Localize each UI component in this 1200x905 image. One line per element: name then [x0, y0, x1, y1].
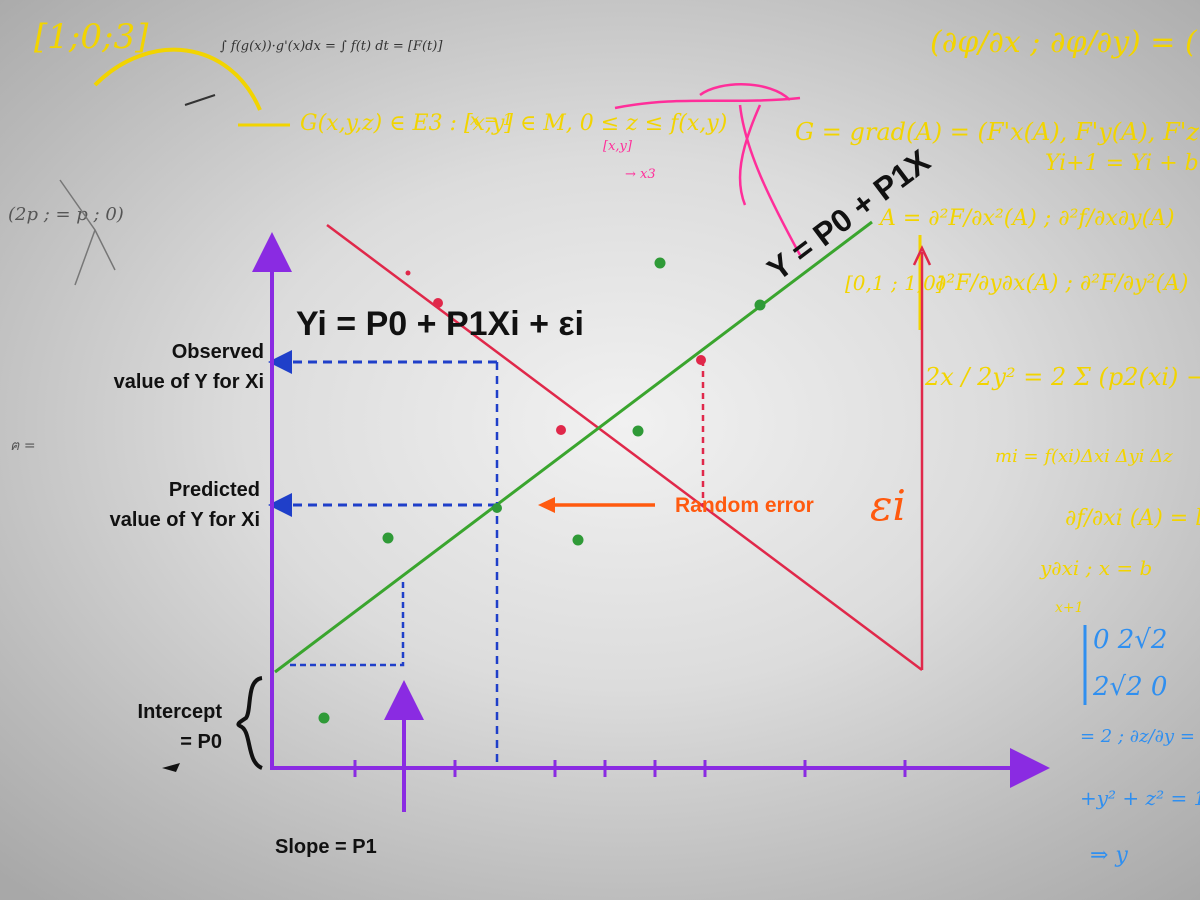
red-point — [405, 270, 411, 276]
grad-formula: G = grad(A) = (F'x(A), F'y(A), F'z(A) — [795, 118, 1200, 146]
hessian-row-1: A = ∂²F/∂x²(A) ; ∂²f/∂x∂y(A) — [878, 206, 1175, 231]
data-point — [382, 532, 394, 544]
intercept-label-line-1: Intercept — [138, 701, 223, 723]
yellow-arc — [93, 47, 262, 111]
pink-arrow-note: → x3 — [625, 167, 656, 182]
blue-matrix-row-1: 0 2√2 — [1093, 625, 1167, 655]
gray-vector-note: (2p ; = p ; 0) — [8, 204, 124, 225]
background-math-pink: [x,y] → x3 — [603, 83, 802, 256]
predicted-label-line-2: value of Y for Xi — [110, 509, 260, 531]
background-math-gray: (2p ; = p ; 0) ฅ = — [8, 179, 124, 454]
slope-label: Slope = P1 — [275, 836, 377, 858]
recurrence-formula: Yi+1 = Yi + b·k — [1045, 151, 1200, 176]
data-points — [318, 257, 766, 724]
blue-derivative: = 2 ; ∂z/∂y = — [1080, 726, 1195, 747]
data-point — [572, 534, 584, 546]
intercept-label-line-2: = P0 — [180, 731, 222, 753]
observed-label-line-2: value of Y for Xi — [114, 371, 264, 393]
x-plus-one: x+1 — [1055, 600, 1084, 616]
red-point — [696, 355, 706, 365]
red-point — [556, 425, 566, 435]
data-point — [754, 299, 766, 311]
data-point — [654, 257, 666, 269]
partial-limit: ∂f/∂xi (A) = lim — [1065, 506, 1200, 531]
pink-surface-sketch — [614, 83, 802, 256]
dark-arc-mark — [184, 94, 216, 106]
integral-formula: ∫ f(g(x))·g'(x)dx = ∫ f(t) dt = [F(t)] — [220, 39, 443, 54]
predicted-label-line-1: Predicted — [169, 479, 260, 501]
gray-small-note: ฅ = — [10, 438, 36, 454]
blue-matrix-row-2: 2√2 0 — [1092, 672, 1167, 702]
data-point — [632, 425, 644, 437]
blue-implies: ⇒ y — [1090, 843, 1128, 868]
random-error-label: Random error — [675, 494, 814, 517]
gray-sketch — [59, 179, 116, 286]
data-point — [318, 712, 330, 724]
blue-sphere-eq: +y² + z² = 1 — [1080, 786, 1200, 810]
red-arrow-head — [912, 245, 932, 266]
x-equals-note: x = 1 — [470, 110, 513, 129]
x-axis-ticks — [353, 760, 907, 777]
matrix-note: [1;0;3] — [34, 17, 149, 57]
set-definition: G(x,y,z) ∈ E3 : [x,y] ∈ M, 0 ≤ z ≤ f(x,y… — [300, 111, 727, 136]
model-equation: Yi = P0 + P1Xi + εi — [296, 305, 584, 343]
gradient-pair: (∂φ/∂x ; ∂φ/∂y) = (U,V — [930, 25, 1200, 60]
small-matrix: [0,1 ; 1,0] — [845, 271, 944, 295]
red-point — [433, 298, 443, 308]
mass-formula: mi = f(xi)Δxi Δyi Δz — [995, 446, 1173, 467]
random-error-arrowhead — [538, 497, 555, 513]
sum-formula: 2x / 2y² = 2 Σ (p2(xi) − y — [924, 363, 1200, 391]
red-diagonal-line — [326, 223, 923, 672]
slope-triangle — [290, 582, 405, 667]
epsilon-symbol: εi — [870, 481, 906, 530]
hessian-row-2: ∂²F/∂y∂x(A) ; ∂²F/∂y²(A) — [935, 271, 1188, 296]
black-pointer-mark — [162, 763, 180, 772]
partial-x: y∂xi ; x = b — [1039, 556, 1152, 580]
predicted-point — [492, 503, 502, 513]
background-math-yellow: [1;0;3] ∫ f(g(x))·g'(x)dx = ∫ f(t) dt = … — [34, 17, 1200, 616]
background-math-blue: 0 2√2 2√2 0 = 2 ; ∂z/∂y = +y² + z² = 1 ⇒… — [1080, 625, 1200, 868]
intercept-brace — [236, 676, 264, 770]
regression-line — [274, 220, 873, 674]
observed-label-line-1: Observed — [172, 341, 264, 363]
pink-xy-note: [x,y] — [603, 139, 633, 154]
